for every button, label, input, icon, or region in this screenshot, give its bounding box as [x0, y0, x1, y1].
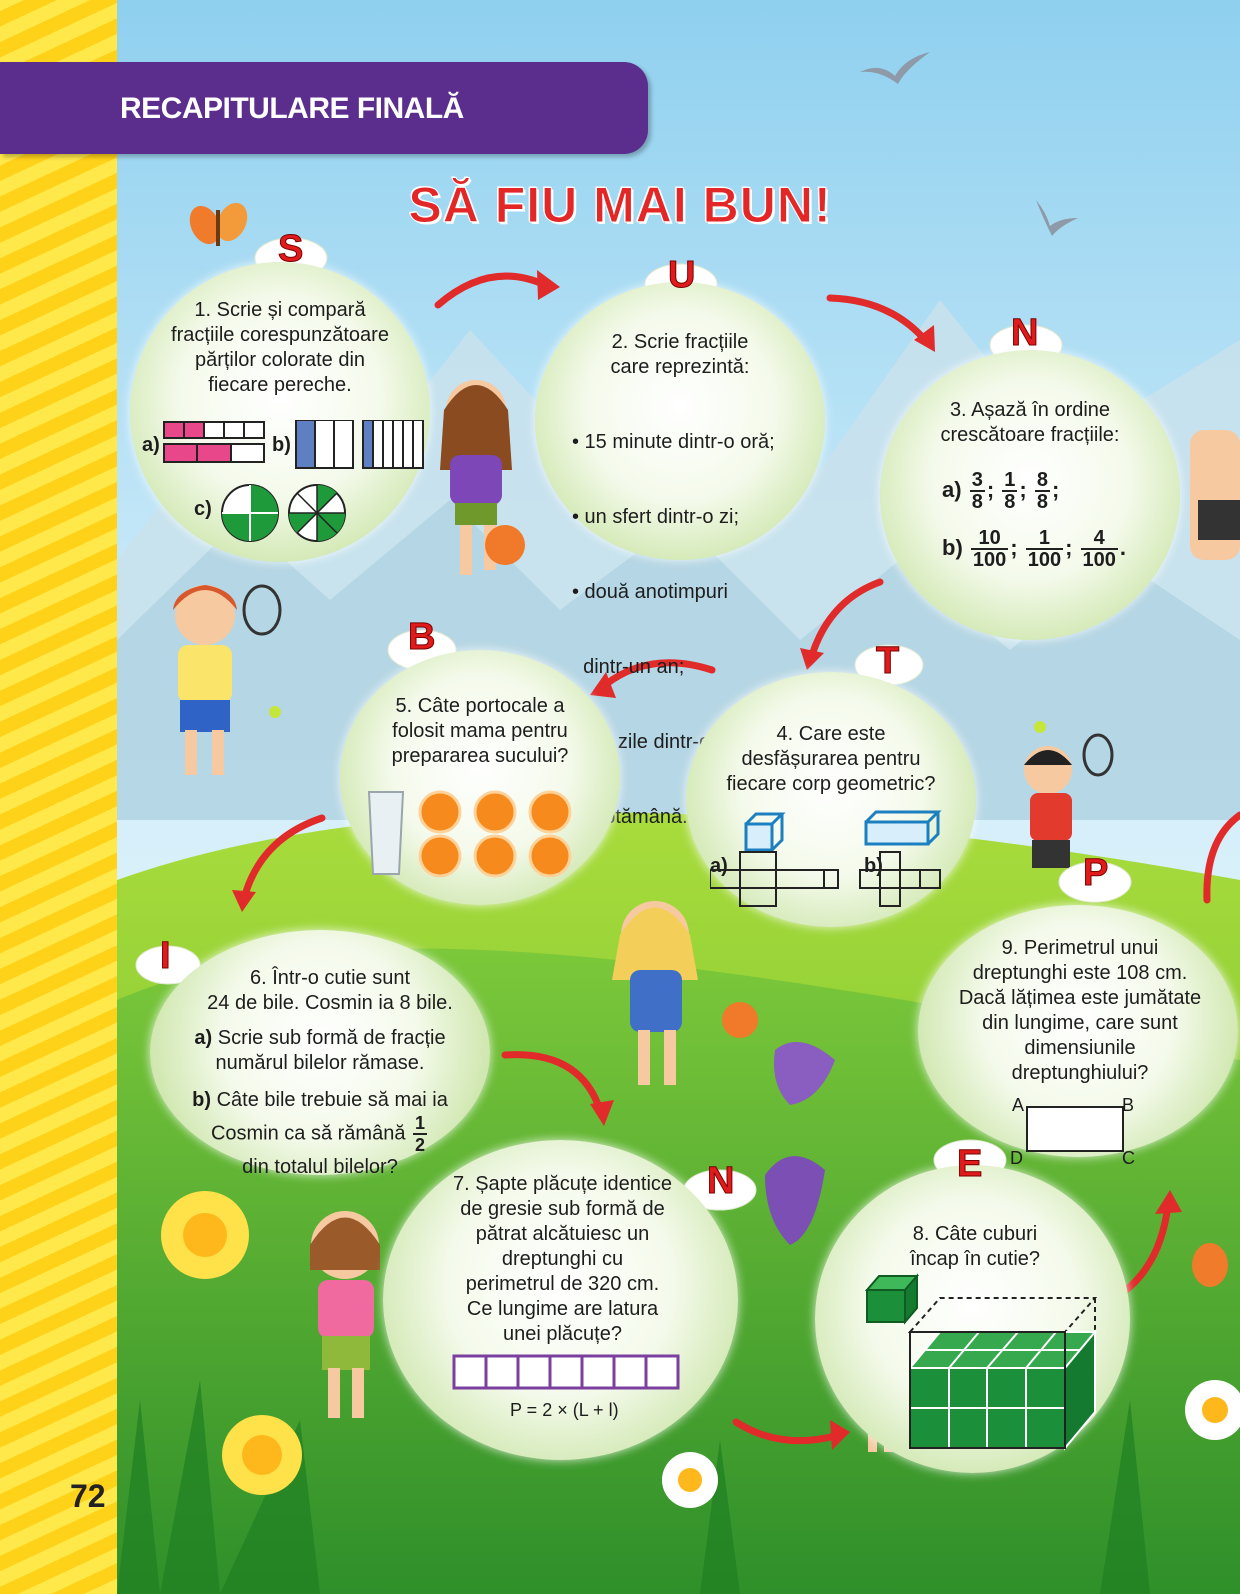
daisy-2: [1185, 1380, 1240, 1440]
header-title: RECAPITULARE FINALĂ: [120, 92, 464, 125]
girl-golf: [310, 1211, 380, 1418]
task-letter-8: E: [956, 1143, 983, 1186]
task-1-text: 1. Scrie și compară fracțiile corespunză…: [171, 299, 389, 396]
daffodil-2: [222, 1415, 302, 1495]
task-7-tiles-rectangle: [452, 1354, 680, 1390]
task-6-part-a: a) Scrie sub formă de fracție numărul bi…: [194, 1027, 446, 1074]
page-number: 72: [70, 1478, 106, 1514]
task-letter-7: N: [706, 1160, 735, 1203]
bird-2: [1036, 200, 1078, 236]
task-1-label-a: a): [142, 434, 160, 456]
task-7-formula: P = 2 × (L + l): [510, 1400, 619, 1420]
daisy-1: [662, 1452, 718, 1508]
task-bubble-3: [880, 350, 1180, 640]
header-banner: [0, 62, 648, 154]
page-title: SĂ FIU MAI BUN!: [408, 177, 832, 234]
task-bubble-2: [535, 282, 825, 560]
task-4-label-b: b): [864, 855, 883, 877]
fraction-pie-c1: [221, 484, 279, 542]
yellow-stripe-margin: [0, 0, 117, 1594]
task-1-label-b: b): [272, 434, 291, 456]
cuboid-icon: [864, 810, 942, 846]
held-cube-icon: [865, 1273, 920, 1325]
task-3-heading: 3. Așază în ordine crescătoare fracțiile…: [940, 399, 1120, 446]
task-8-box-with-cubes: [865, 1273, 1098, 1451]
task-5-text: 5. Câte portocale a folosit mama pentru …: [391, 695, 569, 767]
girl-basketball: [612, 901, 758, 1085]
task-4-label-a: a): [710, 855, 728, 877]
vertex-label-d: D: [1010, 1148, 1023, 1168]
fraction-rect-b2: [362, 420, 424, 469]
bird-1: [860, 52, 930, 84]
glass-icon: [367, 791, 405, 875]
orange-slices: [418, 790, 572, 878]
task-8-text: 8. Câte cuburi încap în cutie?: [909, 1223, 1041, 1270]
arrow-heads: [232, 270, 1182, 1450]
task-1-label-c: c): [194, 498, 212, 520]
boy-with-tennis-racket-right: [1024, 721, 1114, 868]
task-7-text: 7. Șapte plăcuțe identice de gresie sub …: [452, 1173, 673, 1345]
task-2-list: • 15 minute dintr-o oră; • un sfert dint…: [572, 431, 775, 828]
cube-icon: [744, 812, 786, 852]
task-6-part-b: b) Câte bile trebuie să mai ia Cosmin ca…: [192, 1089, 448, 1178]
task-bubble-7: [383, 1140, 738, 1460]
fraction-rect-b1: [295, 420, 354, 469]
task-6-intro: 6. Într-o cutie sunt 24 de bile. Cosmin …: [207, 967, 453, 1014]
task-letter-4: T: [875, 640, 900, 683]
task-9-text: 9. Perimetrul unui dreptunghi este 108 c…: [958, 937, 1202, 1084]
task-4-text: 4. Care este desfășurarea pentru fiecare…: [726, 723, 936, 795]
task-letter-6: I: [160, 935, 172, 978]
bellflower-1: [774, 1042, 835, 1105]
vertex-label-a: A: [1012, 1095, 1025, 1115]
task-4-solids-and-nets: [710, 810, 942, 907]
gymnast-partial: [1190, 430, 1240, 560]
task-letter-5: B: [407, 616, 436, 659]
vertex-label-c: C: [1122, 1148, 1135, 1168]
task-bubble-6: [150, 930, 490, 1175]
daffodil-1: [161, 1191, 249, 1279]
butterfly: [189, 202, 248, 246]
task-1-fraction-diagrams: [163, 420, 424, 542]
boy-with-tennis-racket: [173, 584, 282, 775]
task-9-rectangle: [1026, 1106, 1124, 1152]
task-letter-3: N: [1010, 312, 1039, 355]
butterfly-right: [1192, 1243, 1228, 1287]
cube-grid: [907, 1329, 1098, 1451]
girl-with-ball: [440, 380, 525, 575]
task-letter-9: P: [1082, 852, 1109, 895]
task-letter-1: S: [277, 228, 304, 271]
task-5-juice-and-oranges: [367, 790, 572, 878]
task-bubble-4: [686, 672, 976, 927]
bellflower-2: [765, 1156, 825, 1245]
grass-blades: [117, 1380, 1240, 1594]
fraction-bar-a2: [163, 443, 265, 463]
fraction-pie-c2: [288, 484, 346, 542]
net-a: [710, 851, 839, 907]
net-b: [859, 851, 941, 907]
task-letter-2: U: [667, 254, 696, 297]
task-2-heading: 2. Scrie fracțiile care reprezintă:: [610, 331, 750, 378]
vertex-label-b: B: [1122, 1095, 1135, 1115]
fraction-bar-a1: [163, 421, 265, 439]
task-bubble-1: [130, 262, 430, 562]
